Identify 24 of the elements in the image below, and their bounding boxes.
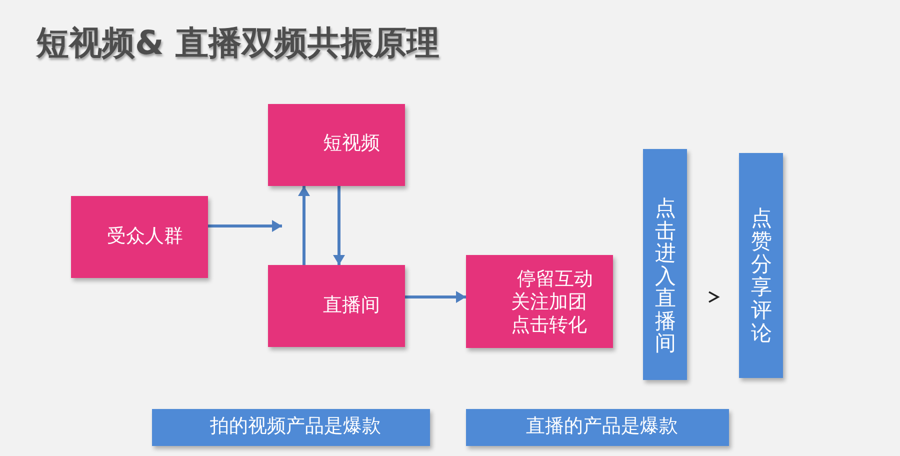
arrow [298, 186, 310, 265]
label-text: 受众人群 [107, 227, 183, 246]
arrow [405, 291, 466, 303]
arrow [208, 220, 282, 232]
vertical-bar [643, 149, 687, 380]
label-text: 关注加团 [511, 293, 587, 312]
process-box [71, 196, 208, 278]
banner-bar [466, 409, 729, 446]
label-text: 直播间 [323, 296, 380, 315]
banner-bar [152, 409, 430, 446]
label-text: 拍的视频产品是爆款 [210, 417, 381, 436]
chevron-arrow [708, 291, 720, 303]
process-box [268, 104, 405, 186]
label-text: 停留互动 [517, 270, 593, 289]
label-text: 短视频 [323, 134, 380, 153]
process-box [268, 265, 405, 347]
label-text: 直播的产品是爆款 [526, 417, 678, 436]
stacked-text: 点击进入直播间 [654, 197, 677, 354]
process-box [466, 255, 613, 348]
vertical-bar [739, 153, 783, 378]
label-text: 点击转化 [511, 316, 587, 335]
title: 短视频& 直播双频共振原理 [36, 26, 440, 59]
arrow [333, 186, 345, 265]
stacked-text: 点赞分享评论 [750, 207, 773, 345]
